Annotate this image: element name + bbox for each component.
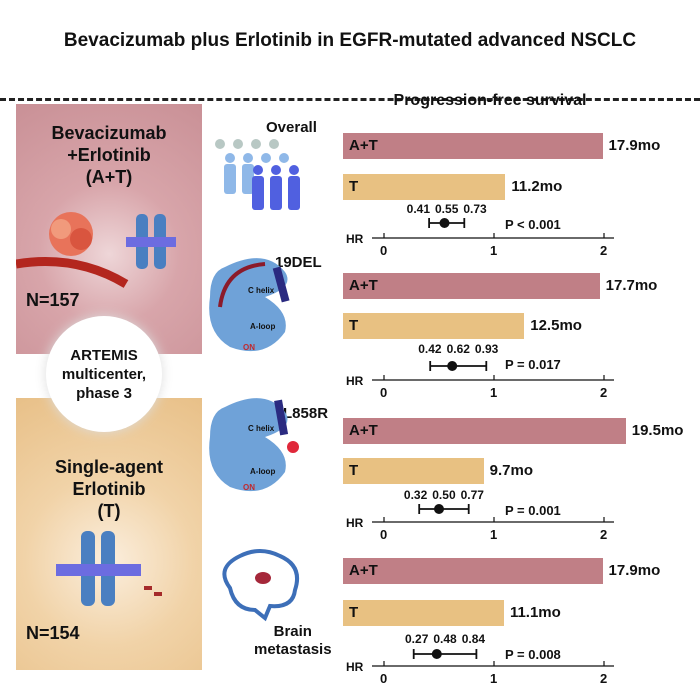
p-value: P = 0.008 xyxy=(505,647,561,662)
hr-tick-label: 0 xyxy=(380,385,388,400)
bar-t-value: 11.2mo xyxy=(511,178,563,195)
arm-a-title-line: (A+T) xyxy=(85,167,133,187)
hr-point xyxy=(431,649,442,659)
arm-a-title: Bevacizumab +Erlotinib (A+T) xyxy=(16,122,202,188)
hr-hi-label: 0.84 xyxy=(461,632,486,646)
egfr-kinase-19del-icon xyxy=(209,258,290,352)
hr-tick-label: 2 xyxy=(600,243,608,258)
a-loop-label: A-loop xyxy=(250,322,276,331)
pfs-title: Progression-free survival xyxy=(393,92,587,109)
on-label: ON xyxy=(243,483,255,492)
hr-tick-label: 1 xyxy=(490,671,498,686)
hr-tick-label: 1 xyxy=(490,385,498,400)
hr-tick-label: 2 xyxy=(600,527,608,542)
arm-t-title-line: Erlotinib xyxy=(72,479,146,499)
p-value: P = 0.017 xyxy=(505,357,561,372)
hr-tick-label: 1 xyxy=(490,243,498,258)
hr-tick-label: 0 xyxy=(380,243,388,258)
bar-t-value: 11.1mo xyxy=(509,604,561,621)
subgroup-label-brain: Brain metastasis xyxy=(254,623,332,659)
people-group-icon xyxy=(215,139,300,210)
arm-t-n: N=154 xyxy=(26,623,80,643)
hr-lo-label: 0.41 xyxy=(406,202,431,216)
trial-line: multicenter, xyxy=(61,365,147,383)
arm-t-panel: Single-agent Erlotinib (T) N=154 xyxy=(16,398,202,670)
trial-design-badge: ARTEMIS multicenter, phase 3 xyxy=(46,316,162,432)
a-loop-label: A-loop xyxy=(250,467,276,476)
hr-point xyxy=(434,504,444,514)
c-helix-label: C helix xyxy=(248,286,275,295)
brain-label-line: Brain xyxy=(273,623,312,640)
bar-at-value: 19.5mo xyxy=(631,422,684,439)
hr-tick-label: 0 xyxy=(380,527,388,542)
hr-axis-label: HR xyxy=(346,374,364,388)
arm-a-panel: Bevacizumab +Erlotinib (A+T) N=157 xyxy=(16,104,202,354)
hr-axis-label: HR xyxy=(346,516,364,530)
p-value: P < 0.001 xyxy=(505,217,561,232)
hr-axis-label: HR xyxy=(346,660,364,674)
bar-t: T xyxy=(343,600,504,626)
hr-point xyxy=(439,218,450,228)
hr-lo-label: 0.42 xyxy=(418,342,442,356)
arm-t-title-line: Single-agent xyxy=(54,457,163,477)
bar-at: A+T xyxy=(343,273,600,299)
subgroup-label-l858r: L858R xyxy=(283,405,329,422)
egfr-receptor-icon xyxy=(56,531,162,606)
hr-ci-labels: 0.42 0.62 0.93 xyxy=(418,342,498,356)
page-title: Bevacizumab plus Erlotinib in EGFR-mutat… xyxy=(63,30,637,51)
hr-point-label: 0.48 xyxy=(433,632,457,646)
bar-t-value: 9.7mo xyxy=(489,462,533,479)
hr-ci-labels: 0.27 0.48 0.84 xyxy=(405,632,485,646)
bar-at: A+T xyxy=(343,418,626,444)
hr-hi-label: 0.93 xyxy=(474,342,499,356)
hr-point-label: 0.50 xyxy=(432,488,456,502)
hr-ci-labels: 0.41 0.55 0.73 xyxy=(407,202,487,216)
hr-tick-label: 0 xyxy=(380,671,388,686)
subgroup-label-overall: Overall xyxy=(266,119,317,136)
arm-t-title-line: (T) xyxy=(97,501,121,521)
hr-tick-label: 1 xyxy=(490,527,498,542)
bar-at: A+T xyxy=(343,558,603,584)
tumor-vessel-receptor-icon xyxy=(16,212,176,288)
hr-lo-label: 0.32 xyxy=(403,488,428,502)
bar-at: A+T xyxy=(343,133,603,159)
arm-a-n: N=157 xyxy=(26,290,80,310)
egfr-kinase-l858r-icon xyxy=(209,398,299,492)
bar-t: T xyxy=(343,313,525,339)
brain-label-line: metastasis xyxy=(254,641,332,658)
arm-a-title-line: +Erlotinib xyxy=(67,145,151,165)
divider xyxy=(0,98,700,101)
arm-a-title-line: Bevacizumab xyxy=(51,123,167,143)
bar-at-value: 17.9mo xyxy=(608,562,661,579)
hr-hi-label: 0.73 xyxy=(463,202,487,216)
arm-t-title: Single-agent Erlotinib (T) xyxy=(16,456,202,522)
brain-icon xyxy=(222,549,300,622)
bar-t: T xyxy=(343,174,506,200)
bar-t-value: 12.5mo xyxy=(530,317,582,334)
hr-hi-label: 0.77 xyxy=(460,488,484,502)
c-helix-label: C helix xyxy=(248,424,275,433)
hr-point-label: 0.55 xyxy=(435,202,459,216)
subgroup-label-19del: 19DEL xyxy=(275,254,322,271)
bar-t: T xyxy=(343,458,484,484)
bar-at-value: 17.9mo xyxy=(608,137,661,154)
trial-line: ARTEMIS xyxy=(70,346,138,364)
p-value: P = 0.001 xyxy=(505,503,561,518)
hr-axis-label: HR xyxy=(346,232,364,246)
hr-tick-label: 2 xyxy=(600,385,608,400)
hr-ci-labels: 0.32 0.50 0.77 xyxy=(404,488,484,502)
hr-point-label: 0.62 xyxy=(446,342,470,356)
hr-point xyxy=(447,361,458,371)
on-label: ON xyxy=(243,343,255,352)
bar-at-value: 17.7mo xyxy=(605,277,658,294)
hr-tick-label: 2 xyxy=(600,671,608,686)
trial-line: phase 3 xyxy=(76,384,132,402)
hr-lo-label: 0.27 xyxy=(405,632,429,646)
